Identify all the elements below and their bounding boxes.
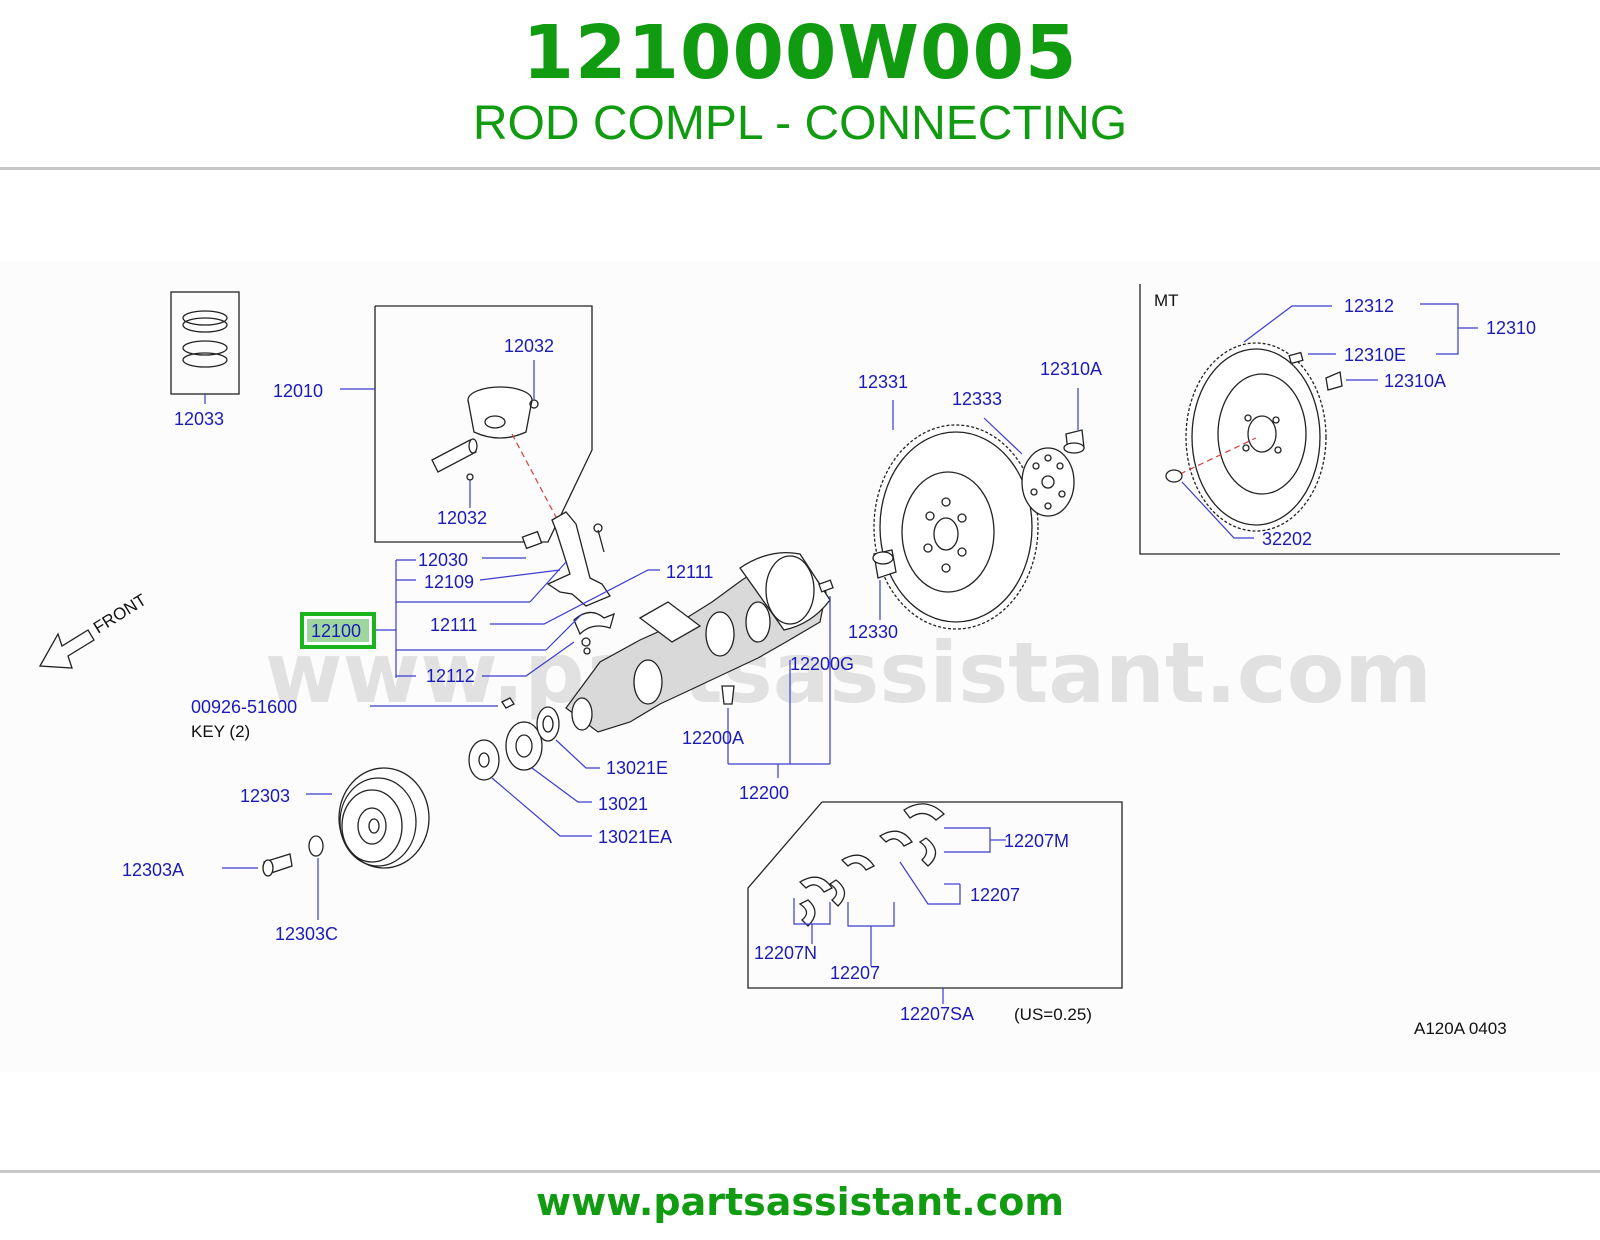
label-12111-left[interactable]: 12111	[430, 615, 477, 635]
label-12333[interactable]: 12333	[952, 389, 1002, 409]
label-12303A[interactable]: 12303A	[122, 860, 184, 880]
front-direction-arrow: FRONT	[38, 590, 150, 669]
label-12330[interactable]: 12330	[848, 622, 898, 642]
connecting-rod	[521, 511, 615, 655]
crankshaft	[565, 551, 834, 733]
piston-box	[340, 305, 593, 543]
part-name-subtitle: ROD COMPL - CONNECTING	[472, 97, 1128, 150]
reference-code: A120A 0403	[1414, 1019, 1507, 1038]
label-00926-51600[interactable]: 00926-51600	[191, 697, 297, 717]
label-12033[interactable]: 12033	[174, 409, 224, 429]
highlighted-part-12100[interactable]: 12100	[300, 612, 376, 649]
label-12207-right[interactable]: 12207	[970, 885, 1020, 905]
label-13021EA[interactable]: 13021EA	[598, 827, 672, 847]
label-12111-top[interactable]: 12111	[666, 562, 713, 582]
label-12200A[interactable]: 12200A	[682, 728, 744, 748]
header-divider	[0, 167, 1600, 170]
label-12312[interactable]: 12312	[1344, 296, 1394, 316]
label-12030[interactable]: 12030	[418, 550, 468, 570]
label-12207N[interactable]: 12207N	[754, 943, 817, 963]
label-12207M[interactable]: 12207M	[1004, 831, 1069, 851]
key-label: KEY (2)	[191, 722, 250, 741]
mt-label: MT	[1154, 291, 1179, 310]
mt-flywheel-box	[1139, 284, 1560, 555]
undersize-note: (US=0.25)	[1014, 1005, 1092, 1024]
parts-diagram: www.partsassistant.com 12033 12010 12032…	[0, 262, 1600, 1072]
exploded-view-svg: www.partsassistant.com 12033 12010 12032…	[38, 284, 1560, 1038]
label-12310A-mid[interactable]: 12310A	[1040, 359, 1102, 379]
footer-url[interactable]: www.partsassistant.com	[536, 1180, 1064, 1224]
label-12310A-right[interactable]: 12310A	[1384, 371, 1446, 391]
crank-pulley	[262, 767, 430, 877]
part-number-title: 121000W005	[522, 10, 1078, 96]
label-12010[interactable]: 12010	[273, 381, 323, 401]
label-12331[interactable]: 12331	[858, 372, 908, 392]
page-header: 121000W005 ROD COMPL - CONNECTING	[0, 0, 1600, 170]
label-32202[interactable]: 32202	[1262, 529, 1312, 549]
label-12112[interactable]: 12112	[426, 666, 475, 686]
flywheel-center	[872, 424, 1085, 630]
label-12310[interactable]: 12310	[1486, 318, 1536, 338]
label-12032-top[interactable]: 12032	[504, 336, 554, 356]
piston-ring-set-box	[170, 291, 240, 404]
label-12207SA[interactable]: 12207SA	[900, 1004, 974, 1024]
crank-sprocket	[468, 706, 560, 781]
label-12303C[interactable]: 12303C	[275, 924, 338, 944]
rod-assembly-bracket	[376, 557, 660, 678]
label-13021E[interactable]: 13021E	[606, 758, 668, 778]
label-12310E[interactable]: 12310E	[1344, 345, 1406, 365]
label-12109[interactable]: 12109	[424, 572, 474, 592]
label-12207-bottom[interactable]: 12207	[830, 963, 880, 983]
label-12032-bottom[interactable]: 12032	[437, 508, 487, 528]
main-bearing-box	[747, 801, 1123, 989]
label-13021[interactable]: 13021	[598, 794, 648, 814]
label-12100[interactable]: 12100	[311, 621, 361, 641]
label-12303[interactable]: 12303	[240, 786, 290, 806]
front-label: FRONT	[90, 590, 150, 637]
label-12200[interactable]: 12200	[739, 783, 789, 803]
footer-divider	[0, 1170, 1600, 1173]
label-12200G[interactable]: 12200G	[790, 654, 854, 674]
